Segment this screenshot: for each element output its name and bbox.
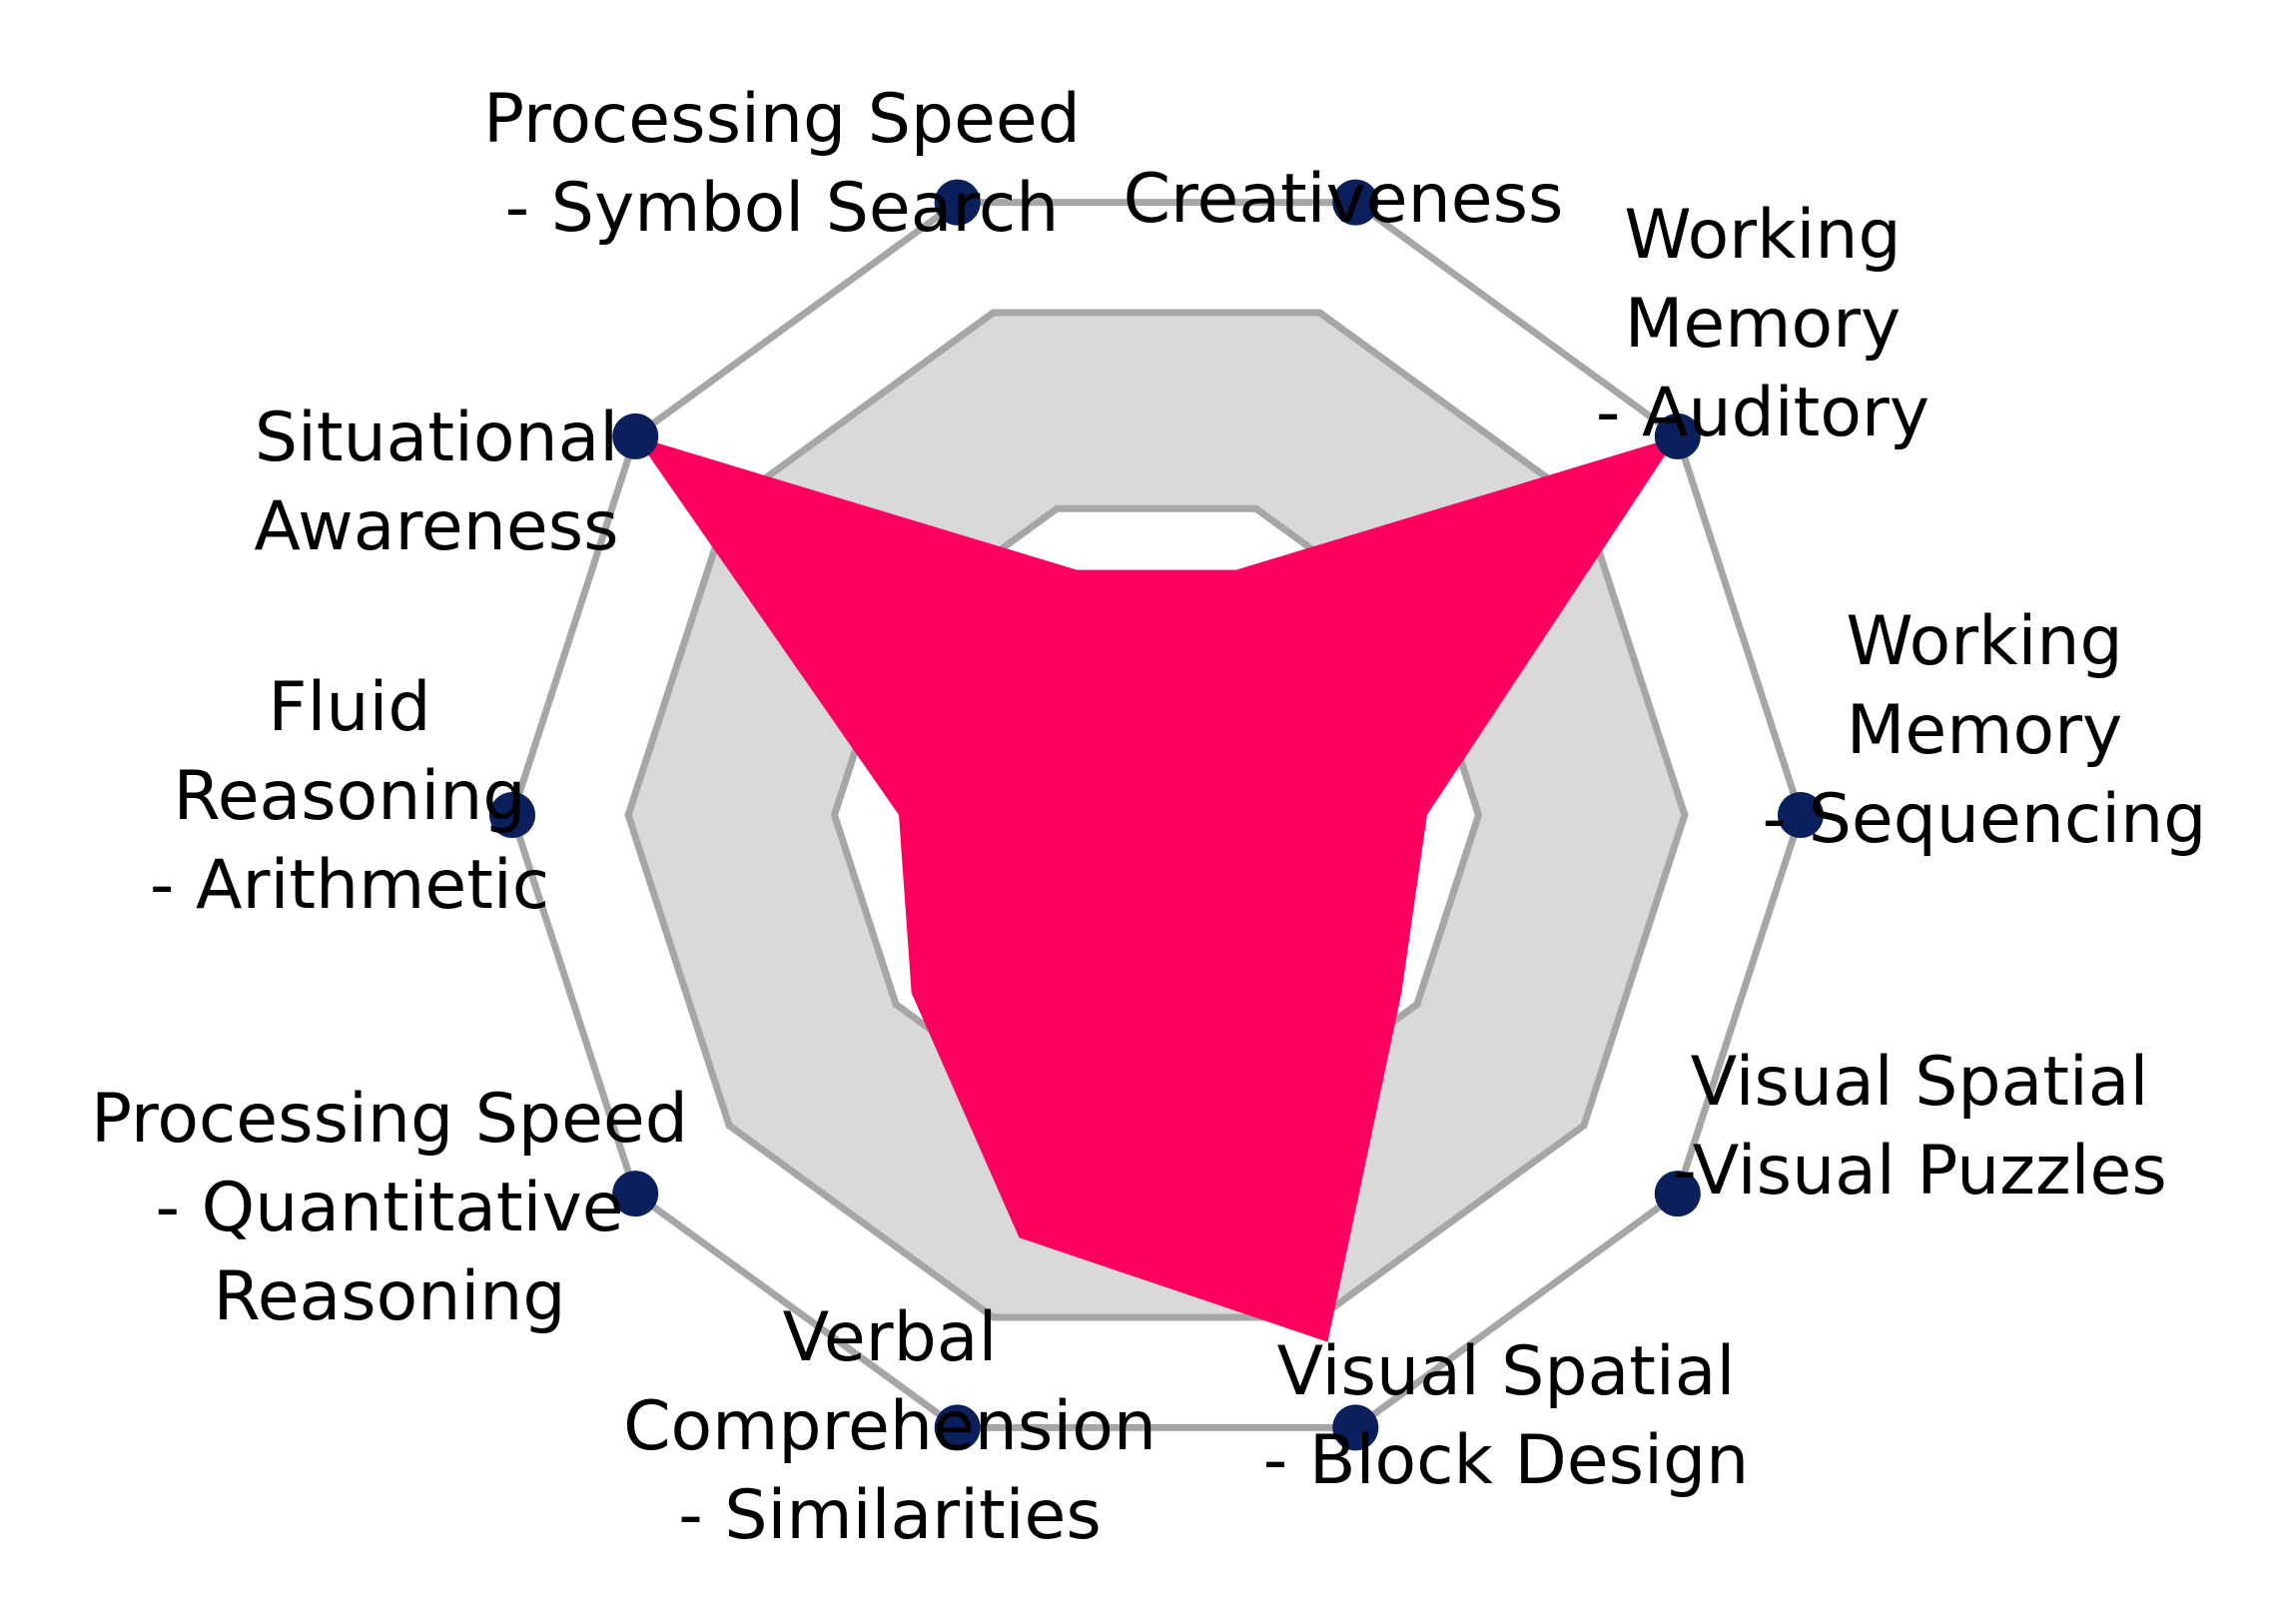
axis-label-line: - Auditory — [1596, 374, 1929, 452]
axis-label-line: Reasoning — [174, 757, 526, 836]
axis-label-line: Situational — [255, 399, 618, 477]
axis-label-line: Working — [1624, 196, 1901, 275]
axis-dot — [934, 179, 981, 226]
axis-dot — [489, 792, 535, 838]
axis-label-line: Verbal — [783, 1298, 998, 1377]
axis-label-line: -Visual Puzzles — [1672, 1132, 2167, 1211]
axis-label-line: Fluid — [268, 668, 430, 747]
axis-label: Visual Spatial - Block Design — [1263, 1332, 1749, 1500]
axis-label-line: - Block Design — [1263, 1421, 1749, 1500]
axis-label-line: Processing Speed — [483, 80, 1081, 159]
axis-dot — [1654, 412, 1701, 459]
axis-label-line: Visual Spatial — [1691, 1043, 2149, 1122]
axis-dot — [1654, 1171, 1701, 1217]
series-area-0 — [635, 435, 1678, 1342]
axis-label-line: Awareness — [254, 487, 618, 566]
axis-dot — [934, 1404, 981, 1451]
axis-label: Visual Spatial -Visual Puzzles — [1672, 1043, 2167, 1211]
axis-label-line: Comprehension — [623, 1387, 1156, 1466]
axis-dot — [1332, 1404, 1379, 1451]
axis-label-line: - Similarities — [678, 1476, 1102, 1555]
reference-band-outer-edge — [624, 309, 1689, 1321]
axis-label-line: - Sequencing — [1763, 780, 2207, 859]
axis-label-line: Working — [1846, 602, 2122, 681]
axis-label: Processing Speed - Symbol Search — [483, 80, 1081, 248]
axis-dot — [612, 412, 659, 459]
axis-label-line: - Quantitative — [155, 1169, 623, 1247]
axis-dot — [1778, 792, 1824, 838]
axis-label: Creativeness — [1124, 160, 1564, 239]
axis-label-line: Creativeness — [1124, 160, 1564, 239]
axis-dots — [489, 179, 1824, 1451]
axis-label-line: Memory — [1625, 285, 1902, 364]
axis-label-line: - Symbol Search — [505, 169, 1060, 248]
axis-dot — [1332, 179, 1379, 226]
axis-label-line: Processing Speed — [91, 1080, 688, 1159]
axis-label-line: Reasoning — [214, 1257, 566, 1336]
series-layer — [635, 435, 1678, 1342]
axis-dot — [612, 1171, 659, 1217]
axis-label-line: Visual Spatial — [1277, 1332, 1736, 1411]
axis-label-line: - Arithmetic — [150, 846, 549, 925]
axis-label-line: Memory — [1847, 691, 2123, 770]
